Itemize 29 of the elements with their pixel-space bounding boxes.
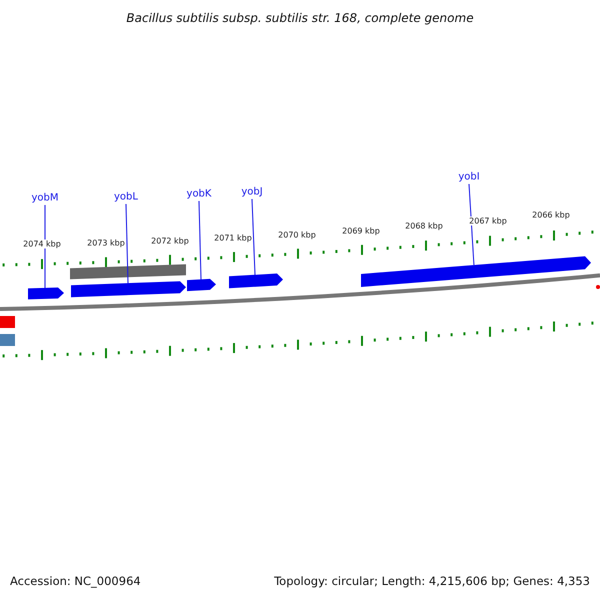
scale-label: 2066 kbp	[532, 210, 570, 220]
scale-label: 2067 kbp	[469, 216, 507, 226]
leader-line	[252, 198, 256, 276]
gene-feature	[187, 278, 216, 292]
gene-label: yobK	[186, 188, 212, 200]
scale-label: 2069 kbp	[342, 226, 380, 236]
gene-feature	[0, 316, 15, 328]
gene-label: yobJ	[241, 186, 263, 198]
gene-feature	[229, 274, 283, 288]
scale-label: 2071 kbp	[214, 234, 252, 242]
scale-label: 2073 kbp	[87, 238, 125, 248]
scale-label: 2072 kbp	[151, 236, 189, 246]
leader-line	[468, 184, 474, 266]
gene-feature	[361, 256, 591, 287]
leader-line	[126, 204, 128, 284]
accession-text: Accession: NC_000964	[10, 574, 141, 588]
gene-label: yobI	[458, 172, 480, 182]
gene-feature	[70, 264, 186, 280]
scale-label: 2070 kbp	[278, 230, 316, 240]
genome-title: Bacillus subtilis subsp. subtilis str. 168, complete genome	[126, 11, 474, 25]
gene-label: yobL	[114, 192, 138, 202]
leader-line	[198, 200, 202, 280]
scale-label: 2074 kbp	[23, 240, 61, 248]
scale-label: 2068 kbp	[405, 222, 443, 230]
genome-summary: Topology: circular; Length: 4,215,606 bp; Genes: 4,353	[274, 574, 590, 588]
gene-label: yobM	[32, 192, 58, 204]
gene-feature	[0, 334, 15, 346]
leader-line	[44, 204, 46, 288]
gene-feature	[28, 287, 64, 300]
